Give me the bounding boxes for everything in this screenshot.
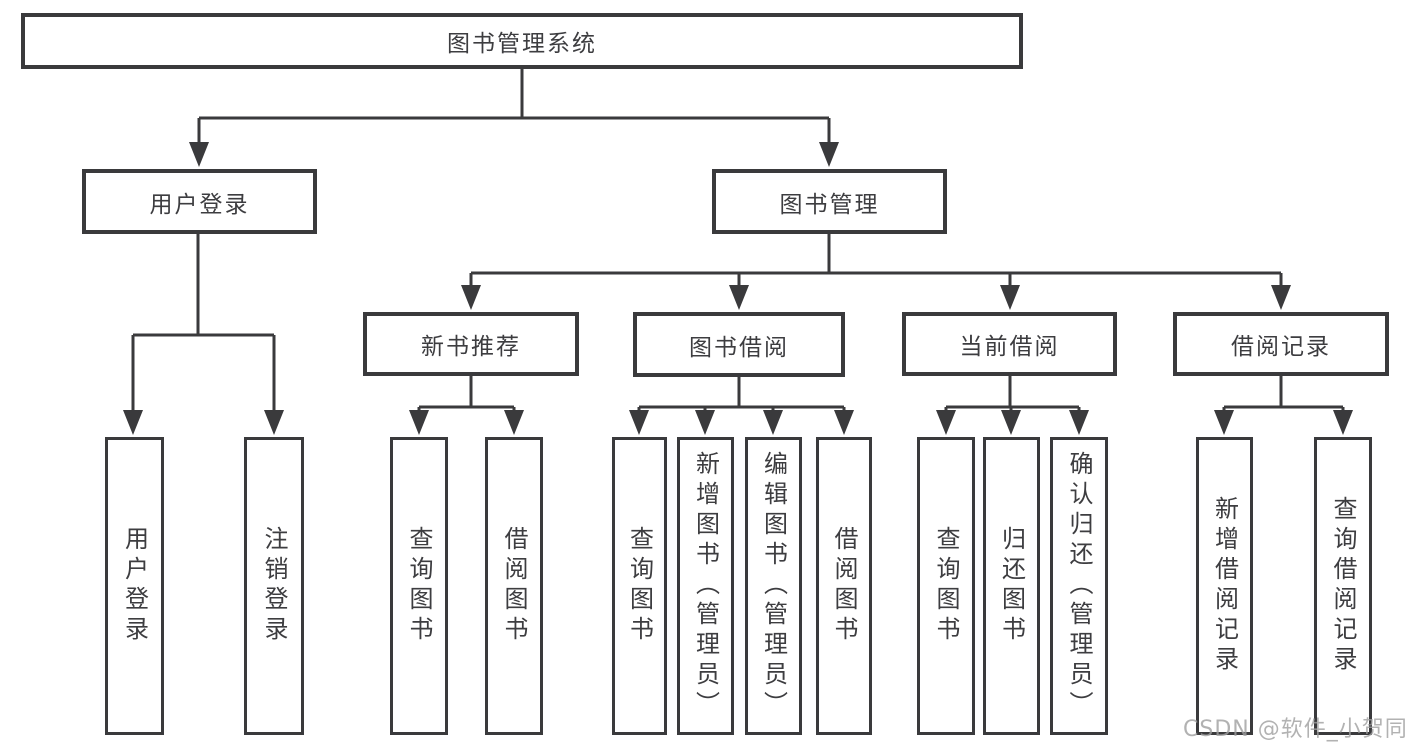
leaf-logout-label: 注销登录 xyxy=(260,526,288,646)
leaf-current-return-books: 归还图书 xyxy=(983,437,1040,735)
leaf-current-query-books-label: 查询图书 xyxy=(932,526,960,646)
node-user-login: 用户登录 xyxy=(82,169,317,234)
node-borrowing-records-label: 借阅记录 xyxy=(1231,334,1331,360)
node-book-borrowing: 图书借阅 xyxy=(633,312,845,377)
node-user-login-label: 用户登录 xyxy=(149,191,250,218)
leaf-current-return-books-label: 归还图书 xyxy=(997,526,1026,646)
node-book-management: 图书管理 xyxy=(712,169,947,234)
node-new-book-recommendation: 新书推荐 xyxy=(363,312,579,376)
node-current-borrowing: 当前借阅 xyxy=(902,312,1117,376)
node-book-borrowing-label: 图书借阅 xyxy=(689,334,789,361)
leaf-borrow-borrow-books: 借阅图书 xyxy=(816,437,872,735)
arrowheads xyxy=(123,142,1353,435)
leaf-newbook-query-books-label: 查询图书 xyxy=(405,526,433,646)
leaf-user-login-label: 用户登录 xyxy=(120,526,149,646)
leaf-borrow-query-books: 查询图书 xyxy=(612,437,667,735)
leaf-records-add-record: 新增借阅记录 xyxy=(1196,437,1253,735)
leaf-newbook-borrow-books-label: 借阅图书 xyxy=(500,526,528,646)
leaf-borrow-add-books-admin: 新增图书（管理员） xyxy=(677,437,734,735)
leaf-records-add-record-label: 新增借阅记录 xyxy=(1210,496,1239,676)
leaf-records-query-record-label: 查询借阅记录 xyxy=(1329,496,1357,676)
leaf-newbook-borrow-books: 借阅图书 xyxy=(485,437,543,735)
leaf-borrow-edit-books-admin: 编辑图书（管理员） xyxy=(745,437,802,735)
node-new-book-recommendation-label: 新书推荐 xyxy=(421,334,521,360)
leaf-logout: 注销登录 xyxy=(244,437,304,735)
node-current-borrowing-label: 当前借阅 xyxy=(959,334,1060,360)
leaf-user-login: 用户登录 xyxy=(105,437,164,735)
leaf-borrow-borrow-books-label: 借阅图书 xyxy=(830,526,858,646)
leaf-borrow-edit-books-admin-label: 编辑图书（管理员） xyxy=(759,451,788,721)
leaf-newbook-query-books: 查询图书 xyxy=(390,437,448,735)
node-root-label: 图书管理系统 xyxy=(447,31,597,57)
leaf-records-query-record: 查询借阅记录 xyxy=(1314,437,1372,735)
node-root: 图书管理系统 xyxy=(21,13,1023,69)
node-borrowing-records: 借阅记录 xyxy=(1173,312,1389,376)
leaf-current-confirm-return-admin: 确认归还（管理员） xyxy=(1050,437,1108,735)
leaf-borrow-query-books-label: 查询图书 xyxy=(625,526,654,646)
leaf-current-query-books: 查询图书 xyxy=(917,437,975,735)
csdn-watermark: CSDN @软件_小贺同学 xyxy=(1183,717,1405,742)
leaf-current-confirm-return-admin-label: 确认归还（管理员） xyxy=(1065,451,1093,721)
node-book-management-label: 图书管理 xyxy=(779,191,880,218)
leaf-borrow-add-books-admin-label: 新增图书（管理员） xyxy=(691,451,720,721)
